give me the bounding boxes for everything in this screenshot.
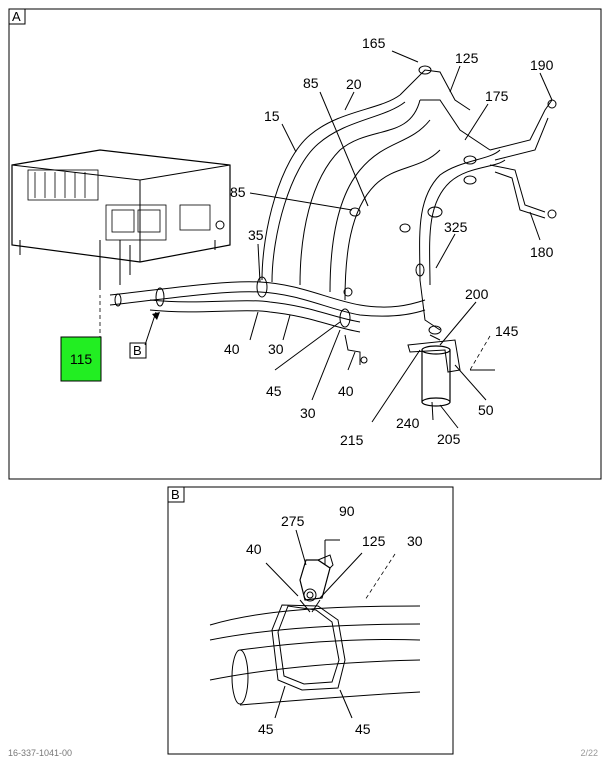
hose-loops-upper	[261, 65, 557, 331]
view-b-clamp-drawing	[209, 554, 421, 706]
view-b-frame	[167, 486, 454, 755]
callout-180[interactable]: 180	[530, 244, 554, 260]
callout-40-b[interactable]: 40	[338, 383, 354, 399]
callout-215[interactable]: 215	[340, 432, 364, 448]
callout-125-b[interactable]: 125	[362, 533, 386, 549]
leader-lines-a	[99, 50, 553, 429]
callout-35[interactable]: 35	[248, 227, 264, 243]
callout-50[interactable]: 50	[478, 402, 494, 418]
callout-275[interactable]: 275	[281, 513, 305, 529]
callout-30-b[interactable]: 30	[300, 405, 316, 421]
callout-45-b-right[interactable]: 45	[355, 721, 371, 737]
view-a-label: A	[12, 9, 21, 24]
callout-240[interactable]: 240	[396, 415, 420, 431]
drawing-number: 16-337-1041-00	[8, 748, 73, 758]
view-b-reference-box[interactable]	[129, 342, 147, 359]
callout-85-lower[interactable]: 85	[230, 184, 246, 200]
callout-115-highlight[interactable]	[60, 336, 102, 382]
view-a-tag	[8, 8, 26, 25]
callout-115-label[interactable]: 115	[70, 351, 93, 367]
callout-200[interactable]: 200	[465, 286, 489, 302]
hose-bundle-lower	[109, 276, 426, 333]
callout-205[interactable]: 205	[437, 431, 461, 447]
callout-40-a[interactable]: 40	[224, 341, 240, 357]
view-b-tag	[167, 486, 185, 503]
callout-45-a[interactable]: 45	[266, 383, 282, 399]
callout-175[interactable]: 175	[485, 88, 509, 104]
callout-325[interactable]: 325	[444, 219, 468, 235]
callout-40-b-view[interactable]: 40	[246, 541, 262, 557]
callout-165[interactable]: 165	[362, 35, 386, 51]
small-bracket-drawing	[344, 334, 368, 365]
callout-85-upper[interactable]: 85	[303, 75, 319, 91]
callout-45-b-left[interactable]: 45	[258, 721, 274, 737]
callout-labels-b: 275 90 40 125 30 45 45	[246, 503, 423, 737]
callout-145[interactable]: 145	[495, 323, 519, 339]
callout-30-a[interactable]: 30	[268, 341, 284, 357]
callout-190[interactable]: 190	[530, 57, 554, 73]
leader-lines-b	[265, 529, 396, 719]
page-indicator: 2/22	[580, 748, 598, 758]
callout-30-b-view[interactable]: 30	[407, 533, 423, 549]
callout-labels-a: 165 125 190 85 20 175 15 85 35 325 180 2…	[224, 35, 554, 448]
view-b-label: B	[171, 487, 180, 502]
callout-90[interactable]: 90	[339, 503, 355, 519]
hvac-unit-drawing	[11, 149, 231, 290]
view-b-reference-label[interactable]: B	[133, 343, 142, 358]
receiver-drier-drawing	[407, 325, 461, 407]
view-a-frame	[8, 8, 602, 480]
callout-20[interactable]: 20	[346, 76, 362, 92]
callout-125-a[interactable]: 125	[455, 50, 479, 66]
callout-15[interactable]: 15	[264, 108, 280, 124]
